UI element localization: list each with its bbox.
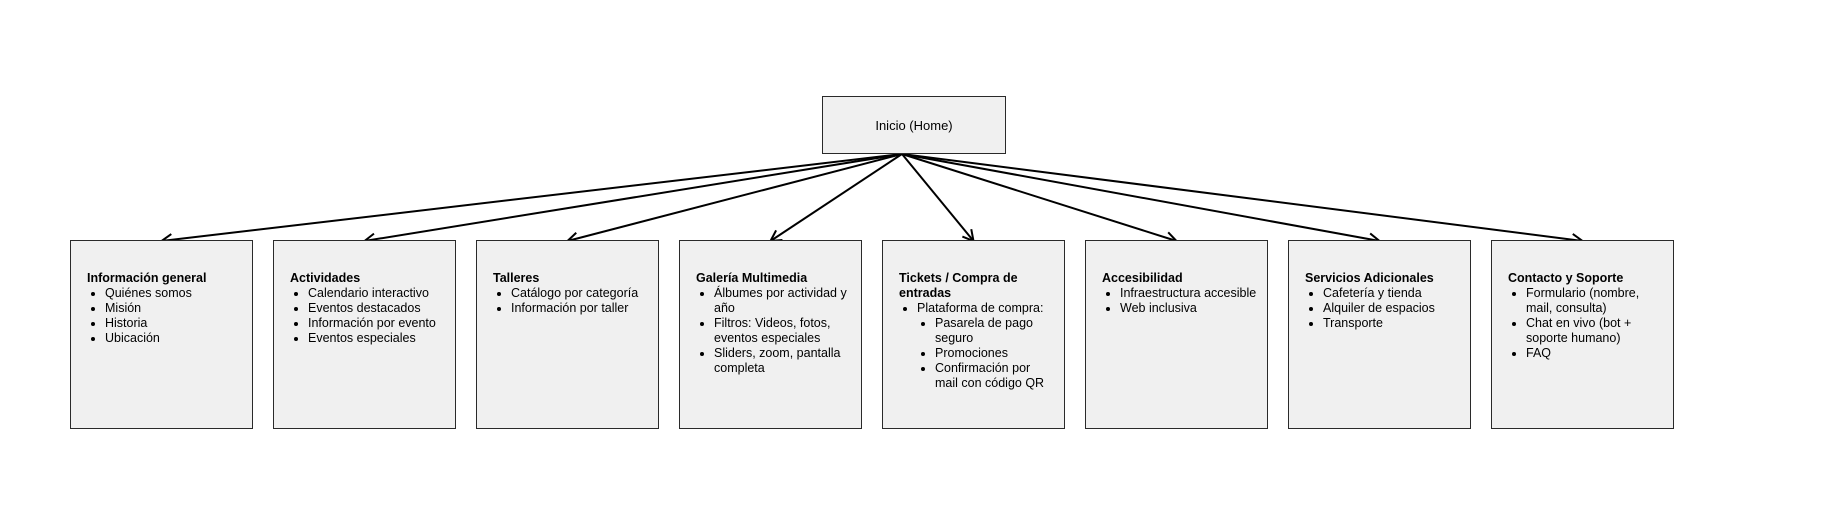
node-title: Tickets / Compra de entradas	[899, 271, 1018, 300]
list-item-text: Transporte	[1323, 316, 1383, 330]
node-contacto-y-soporte: Contacto y SoporteFormulario (nombre, ma…	[1491, 240, 1674, 429]
connector-galeria-multimedia	[769, 153, 903, 242]
node-item-list: Calendario interactivoEventos destacados…	[290, 286, 445, 346]
node-item-list: Cafetería y tiendaAlquiler de espaciosTr…	[1305, 286, 1460, 331]
node-accesibilidad: AccesibilidadInfraestructura accesibleWe…	[1085, 240, 1268, 429]
list-item: Sliders, zoom, pantalla completa	[714, 346, 851, 376]
node-title: Galería Multimedia	[696, 271, 808, 285]
sub-list-item: Confirmación por mail con código QR	[935, 361, 1054, 391]
list-item: Álbumes por actividad y año	[714, 286, 851, 316]
list-item-text: Misión	[105, 301, 142, 315]
list-item: Filtros: Videos, fotos, eventos especial…	[714, 316, 851, 346]
list-item-text: Cafetería y tienda	[1323, 286, 1422, 300]
root-node-label: Inicio (Home)	[875, 117, 953, 133]
list-item: Eventos especiales	[308, 331, 445, 346]
list-item: Eventos destacados	[308, 301, 445, 316]
list-item-text: Información por taller	[511, 301, 629, 315]
node-actividades: ActividadesCalendario interactivoEventos…	[273, 240, 456, 429]
root-node: Inicio (Home)	[822, 96, 1006, 154]
list-item: Misión	[105, 301, 242, 316]
list-item-text: Formulario (nombre, mail, consulta)	[1526, 286, 1640, 315]
list-item-text: Filtros: Videos, fotos, eventos especial…	[714, 316, 831, 345]
node-title: Actividades	[290, 271, 361, 285]
node-tickets-compra-de-entradas: Tickets / Compra de entradasPlataforma d…	[882, 240, 1065, 429]
list-item: Formulario (nombre, mail, consulta)	[1526, 286, 1663, 316]
sub-list-item: Promociones	[935, 346, 1054, 361]
connector-accesibilidad	[901, 153, 1177, 242]
node-title: Accesibilidad	[1102, 271, 1183, 285]
node-item-list: Infraestructura accesibleWeb inclusiva	[1102, 286, 1257, 316]
node-servicios-adicionales: Servicios AdicionalesCafetería y tiendaA…	[1288, 240, 1471, 429]
list-item-text: Chat en vivo (bot + soporte humano)	[1526, 316, 1632, 345]
list-item-text: Web inclusiva	[1120, 301, 1197, 315]
node-item-list: Formulario (nombre, mail, consulta)Chat …	[1508, 286, 1663, 361]
node-galeria-multimedia: Galería MultimediaÁlbumes por actividad …	[679, 240, 862, 429]
node-item-list: Quiénes somosMisiónHistoriaUbicación	[87, 286, 242, 346]
sub-list-item: Pasarela de pago seguro	[935, 316, 1054, 346]
node-title: Servicios Adicionales	[1305, 271, 1434, 285]
list-item: FAQ	[1526, 346, 1663, 361]
node-title: Información general	[87, 271, 207, 285]
list-item: Información por taller	[511, 301, 648, 316]
list-item: Catálogo por categoría	[511, 286, 648, 301]
connector-contacto-y-soporte	[901, 153, 1583, 242]
list-item-text: Plataforma de compra:	[917, 301, 1044, 315]
sub-item-list: Pasarela de pago seguroPromocionesConfir…	[917, 316, 1054, 391]
connector-informacion-general	[161, 153, 903, 242]
list-item-text: Ubicación	[105, 331, 160, 345]
connector-talleres	[567, 153, 903, 242]
list-item-text: Historia	[105, 316, 148, 330]
connector-actividades	[364, 153, 903, 242]
list-item-text: Infraestructura accesible	[1120, 286, 1257, 300]
list-item-text: Eventos especiales	[308, 331, 416, 345]
node-item-list: Álbumes por actividad y añoFiltros: Vide…	[696, 286, 851, 376]
list-item: Cafetería y tienda	[1323, 286, 1460, 301]
node-item-list: Catálogo por categoríaInformación por ta…	[493, 286, 648, 316]
list-item-text: Calendario interactivo	[308, 286, 429, 300]
list-item: Infraestructura accesible	[1120, 286, 1257, 301]
list-item: Chat en vivo (bot + soporte humano)	[1526, 316, 1663, 346]
list-item: Alquiler de espacios	[1323, 301, 1460, 316]
node-item-list: Plataforma de compra:Pasarela de pago se…	[899, 301, 1054, 391]
list-item: Plataforma de compra:Pasarela de pago se…	[917, 301, 1054, 391]
list-item: Web inclusiva	[1120, 301, 1257, 316]
connector-tickets-compra-de-entradas	[901, 153, 975, 242]
list-item-text: Álbumes por actividad y año	[714, 286, 847, 315]
list-item: Quiénes somos	[105, 286, 242, 301]
node-title: Talleres	[493, 271, 540, 285]
node-talleres: TalleresCatálogo por categoríaInformació…	[476, 240, 659, 429]
list-item: Calendario interactivo	[308, 286, 445, 301]
list-item-text: FAQ	[1526, 346, 1552, 360]
list-item-text: Catálogo por categoría	[511, 286, 639, 300]
node-informacion-general: Información generalQuiénes somosMisiónHi…	[70, 240, 253, 429]
list-item-text: Quiénes somos	[105, 286, 192, 300]
connector-servicios-adicionales	[901, 153, 1380, 242]
node-title: Contacto y Soporte	[1508, 271, 1624, 285]
list-item-text: Información por evento	[308, 316, 436, 330]
list-item: Transporte	[1323, 316, 1460, 331]
list-item: Información por evento	[308, 316, 445, 331]
list-item-text: Eventos destacados	[308, 301, 421, 315]
list-item-text: Alquiler de espacios	[1323, 301, 1435, 315]
list-item-text: Sliders, zoom, pantalla completa	[714, 346, 841, 375]
list-item: Ubicación	[105, 331, 242, 346]
list-item: Historia	[105, 316, 242, 331]
